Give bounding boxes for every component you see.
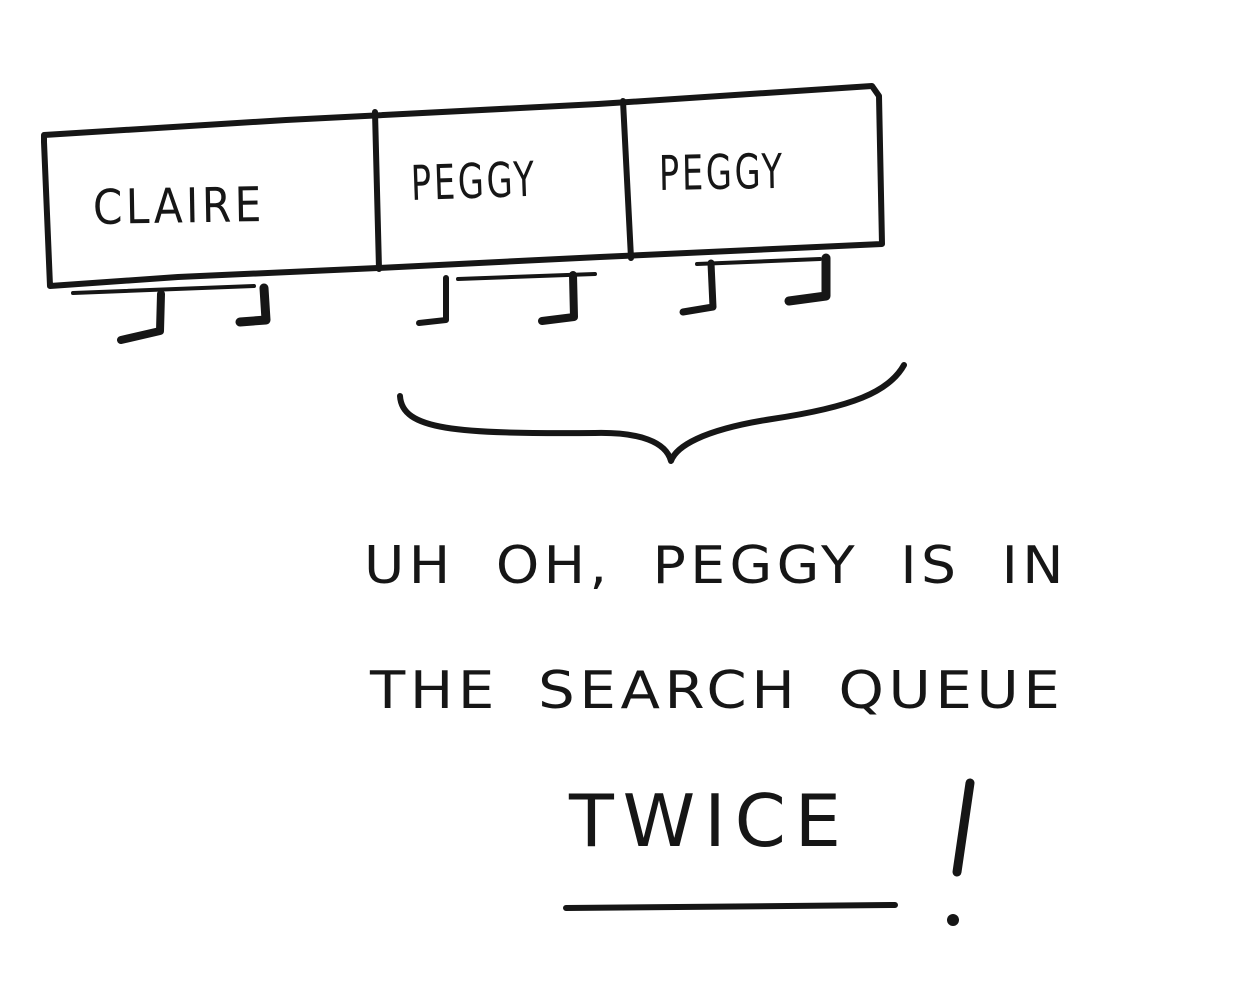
foot-5 <box>679 259 717 316</box>
queue-divider-left <box>372 109 382 272</box>
queue-bottom-track-far-right <box>695 257 822 266</box>
queue-divider-right <box>620 98 634 261</box>
queue-outline <box>41 83 885 289</box>
caption-line-1: UH OH, PEGGY IS IN <box>364 536 1068 596</box>
exclamation-dot <box>947 914 959 926</box>
caption-line-2: THE SEARCH QUEUE <box>370 661 1065 721</box>
exclamation-stroke <box>952 778 975 877</box>
foot-1 <box>117 290 165 344</box>
queue-slot-1-label: CLAIRE <box>92 177 266 236</box>
caption-emphasis-underline <box>563 902 898 911</box>
queue-slot-3-label: PEGGY <box>658 143 786 202</box>
queue-bottom-track <box>71 284 256 295</box>
foot-4 <box>538 271 578 325</box>
foot-6 <box>784 253 831 306</box>
foot-3 <box>416 275 449 326</box>
queue-slot-2-label: PEGGY <box>410 151 538 212</box>
caption-emphasis: TWICE <box>569 779 850 863</box>
foot-2 <box>235 283 271 327</box>
curly-brace <box>397 362 907 464</box>
